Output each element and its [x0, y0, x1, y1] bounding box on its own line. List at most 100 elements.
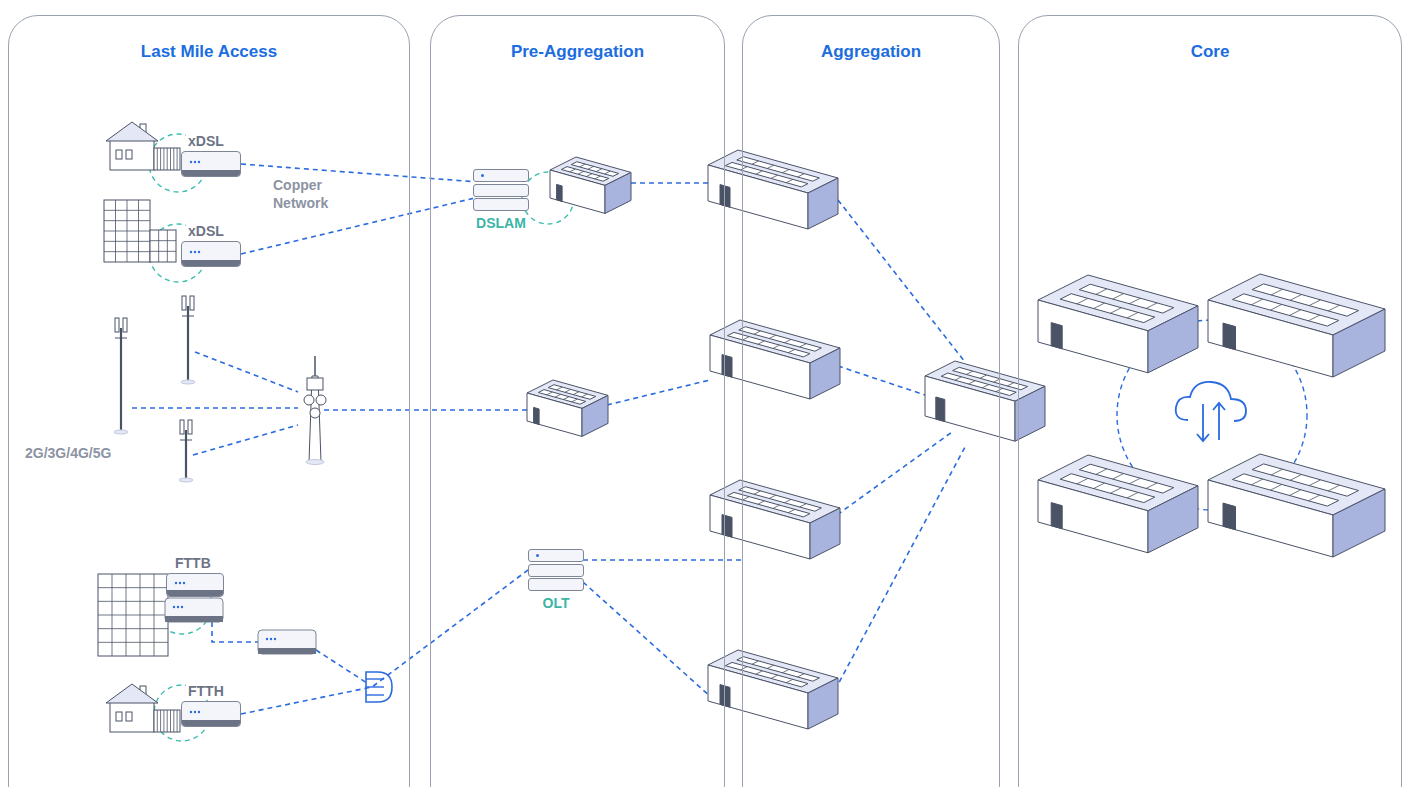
antenna	[180, 420, 184, 434]
region-panel: Last Mile AccessxDSLxDSLFTTBFTTH	[8, 15, 410, 787]
building-door	[1223, 503, 1236, 530]
region-title: Core	[1019, 42, 1401, 62]
rack-divider	[1127, 312, 1138, 318]
cell-tower	[181, 296, 195, 384]
device-label: DSLAM	[474, 215, 528, 231]
office-building	[104, 200, 150, 262]
rack-divider	[982, 385, 989, 388]
device-tier	[473, 184, 529, 197]
server-rack	[1079, 464, 1174, 493]
status-led	[190, 711, 192, 713]
modem-strip	[182, 260, 240, 266]
modem-body	[165, 598, 223, 622]
main-cell-tower	[304, 356, 326, 465]
rack-divider	[1077, 298, 1088, 304]
link-line	[838, 366, 925, 395]
rack-divider	[1094, 303, 1105, 309]
status-led	[274, 638, 276, 640]
download-arrow	[1197, 404, 1209, 441]
link-line	[583, 582, 712, 698]
crossbar	[115, 338, 127, 339]
rack-divider	[1328, 485, 1339, 491]
facility-building	[1038, 455, 1198, 553]
building-door	[534, 407, 540, 424]
fence-slat	[177, 148, 178, 170]
fence-slat	[177, 710, 178, 732]
crossbar	[180, 440, 192, 441]
rack-divider	[782, 669, 789, 672]
fence	[154, 148, 180, 170]
antenna	[115, 318, 119, 332]
building-side	[1015, 386, 1045, 441]
rack-divider	[955, 377, 962, 380]
link-line	[324, 409, 527, 411]
server-rack	[1252, 284, 1359, 316]
rack-divider	[1113, 474, 1124, 480]
rack-divider	[1271, 289, 1282, 295]
dish	[316, 395, 326, 405]
status-led	[194, 251, 196, 253]
device-label: FTTH	[186, 683, 226, 699]
server-rack	[548, 385, 596, 400]
rack-divider	[555, 394, 561, 397]
link-line	[212, 622, 258, 642]
rack-divider	[758, 341, 765, 344]
upload-arrow	[1213, 403, 1225, 440]
status-leds	[188, 708, 208, 716]
rack-divider	[752, 661, 759, 664]
rack-divider	[758, 501, 765, 504]
rack-divider	[595, 176, 601, 179]
facility-building	[710, 480, 840, 559]
house-roof	[106, 122, 158, 141]
tower-base	[306, 460, 324, 465]
modem-strip	[258, 648, 316, 654]
device-tier	[528, 578, 584, 591]
building-side	[808, 678, 838, 729]
rack-divider	[1309, 480, 1320, 486]
facility-building	[710, 320, 840, 399]
house-icon	[106, 122, 180, 170]
rack-divider	[756, 671, 763, 674]
rack-divider	[1308, 495, 1319, 501]
grid-line	[150, 240, 176, 241]
building-side	[810, 348, 840, 399]
house-roof	[106, 684, 158, 703]
rack-divider	[578, 171, 584, 174]
building-door	[720, 685, 730, 708]
building-front	[1208, 480, 1333, 557]
dish	[310, 408, 320, 418]
facility-building	[527, 380, 608, 436]
status-leds	[188, 158, 208, 166]
rack-divider	[980, 375, 987, 378]
fence	[154, 710, 180, 732]
rack-divider	[580, 164, 586, 167]
rack-divider	[547, 392, 553, 395]
facility-building	[708, 150, 838, 229]
rack-divider	[1007, 383, 1014, 386]
building-side	[1333, 489, 1385, 557]
fence-slat	[173, 710, 174, 732]
rack-divider	[565, 389, 571, 392]
office-annex	[150, 230, 176, 262]
link-line	[132, 407, 298, 409]
rack-divider	[1251, 299, 1262, 305]
rack-divider	[572, 399, 578, 402]
facility-building	[1038, 275, 1198, 373]
grid-line	[98, 587, 168, 588]
device-tier	[473, 169, 529, 182]
rack-divider	[1290, 295, 1301, 301]
block-outline	[150, 230, 176, 262]
rack-divider	[798, 674, 805, 677]
device-tier	[528, 564, 584, 577]
rack-divider	[767, 165, 774, 168]
grid-line	[104, 251, 150, 252]
window	[116, 712, 122, 721]
grid-line	[98, 601, 168, 602]
status-led	[194, 161, 196, 163]
rack-divider	[1096, 469, 1107, 475]
fence-slat	[167, 710, 168, 732]
link-line	[193, 425, 298, 455]
